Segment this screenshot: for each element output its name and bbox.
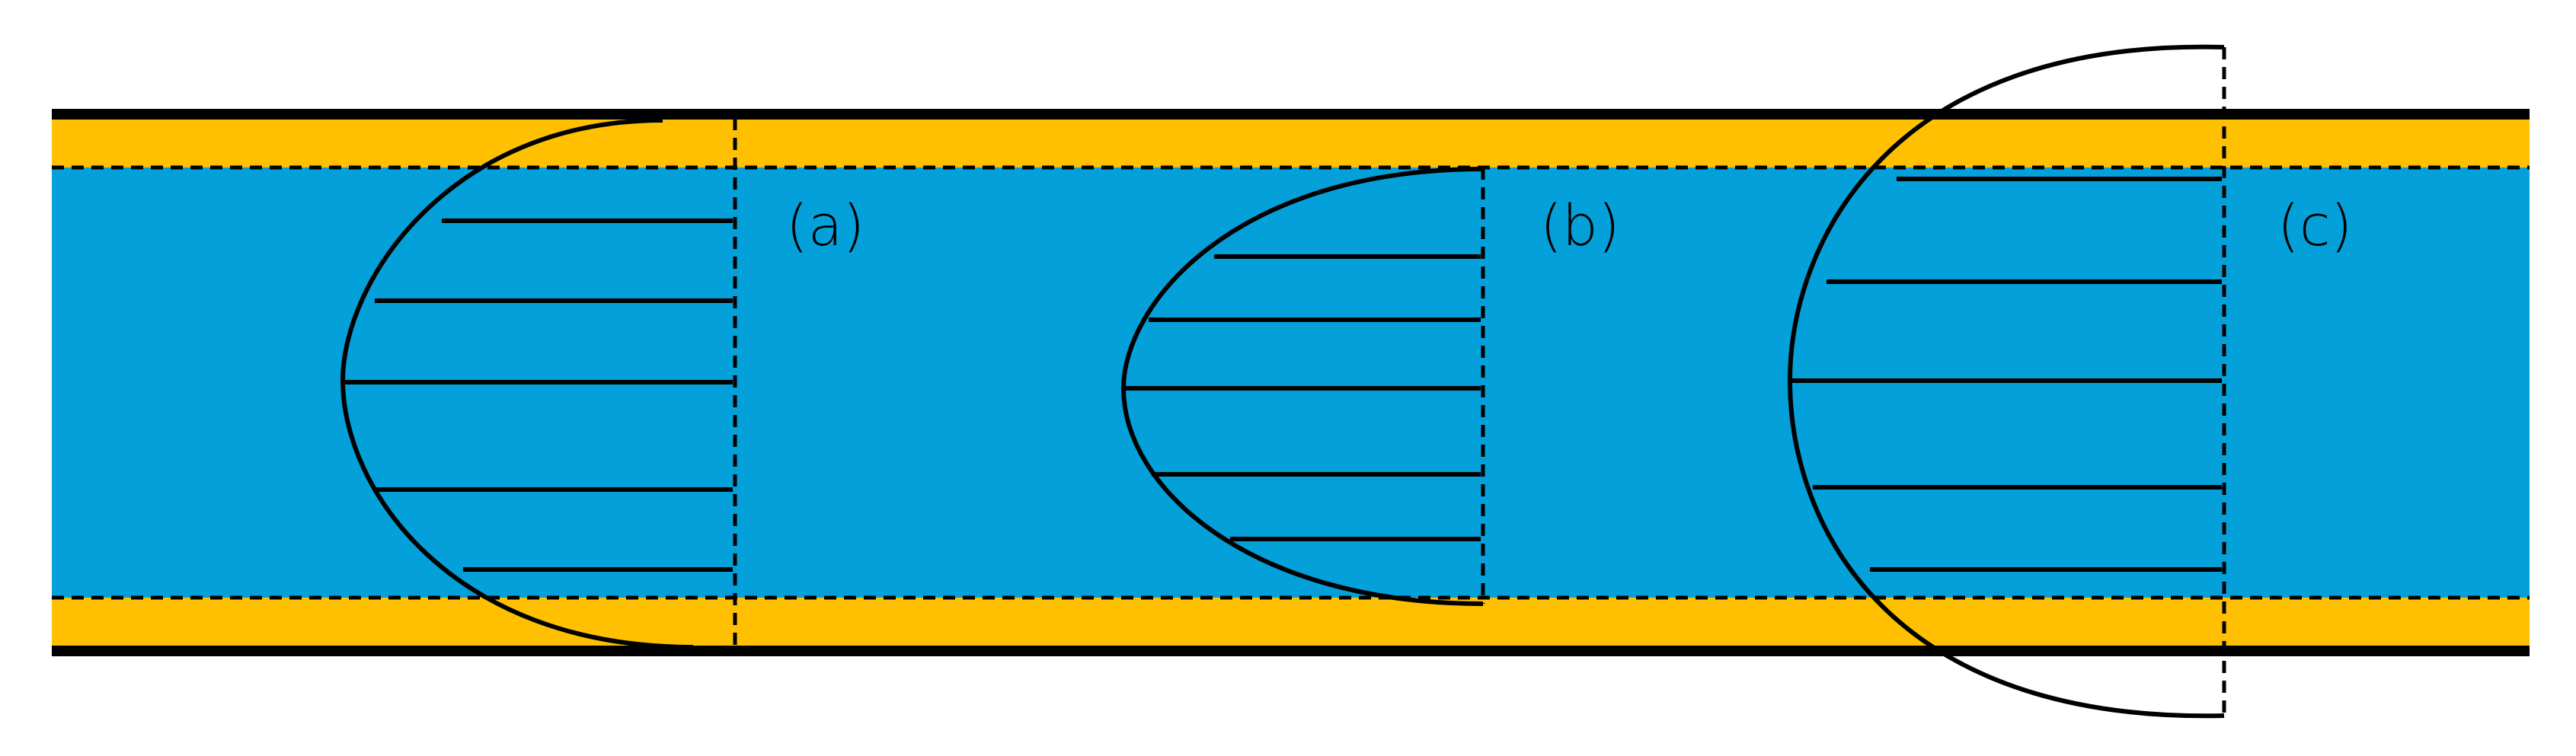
profile-b: (b) <box>1120 167 1620 606</box>
profile-c-curve <box>1787 44 2225 719</box>
profile-a: (a) <box>340 118 865 649</box>
profile-c: (c) <box>1787 44 2352 719</box>
profile-b-curve <box>1120 167 1484 606</box>
label-b: (b) <box>1540 193 1620 259</box>
profile-a-curve <box>340 118 694 649</box>
label-a: (a) <box>786 193 865 259</box>
label-c: (c) <box>2277 193 2352 259</box>
